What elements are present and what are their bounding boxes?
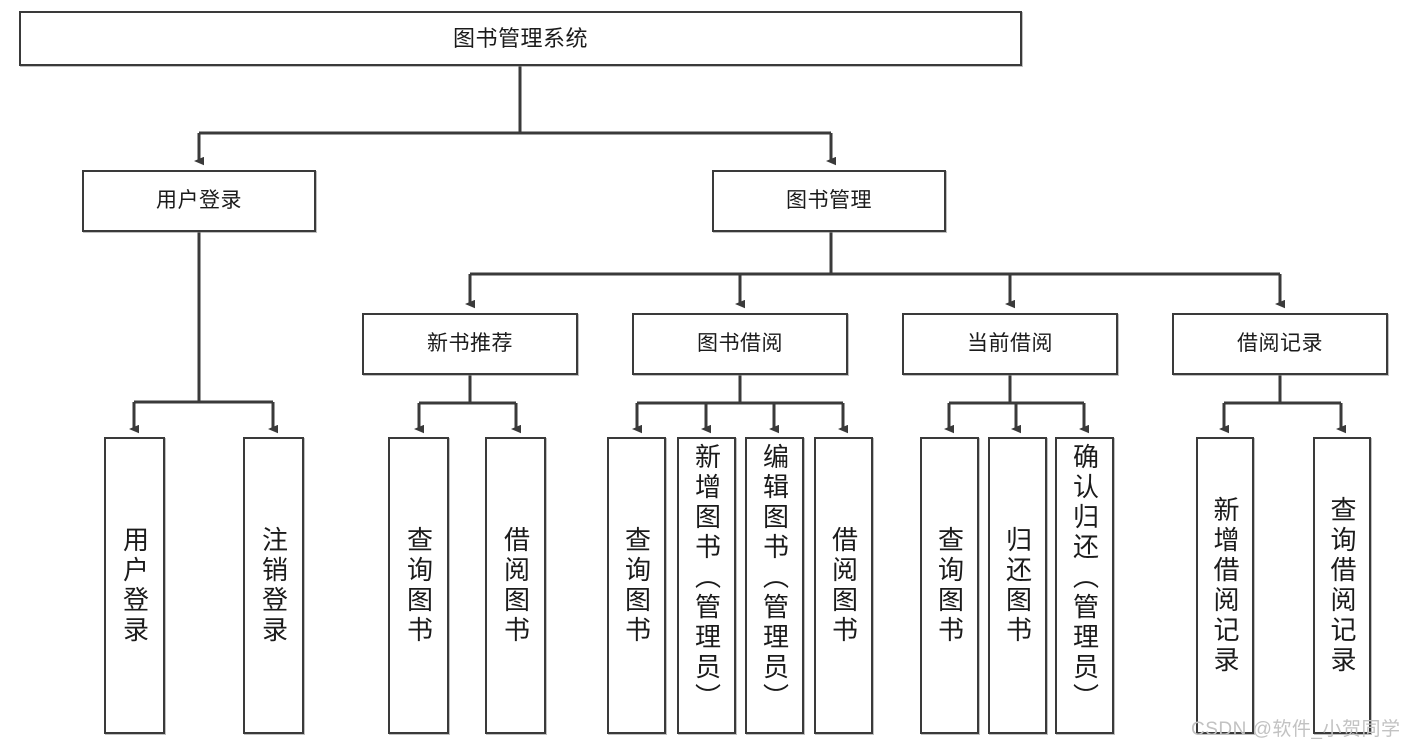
node-label: 新增图书（管理员） xyxy=(691,443,722,713)
node-label: 确认归还（管理员） xyxy=(1069,443,1100,713)
leaf-user-login-logout[interactable]: 注销登录 xyxy=(243,437,304,734)
node-label: 用户登录 xyxy=(156,188,242,212)
node-book-borrow[interactable]: 图书借阅 xyxy=(632,313,848,375)
node-label: 查询图书 xyxy=(934,525,965,646)
node-label: 注销登录 xyxy=(258,525,289,646)
node-label: 借阅记录 xyxy=(1237,331,1323,355)
node-label: 借阅图书 xyxy=(500,525,531,646)
node-label: 归还图书 xyxy=(1002,525,1033,646)
node-label: 新书推荐 xyxy=(427,331,513,355)
node-label: 新增借阅记录 xyxy=(1210,495,1240,676)
node-label: 用户登录 xyxy=(119,525,150,646)
leaf-book-borrow-add-book-admin[interactable]: 新增图书（管理员） xyxy=(677,437,736,734)
node-new-book-recommend[interactable]: 新书推荐 xyxy=(362,313,578,375)
leaf-book-borrow-edit-book-admin[interactable]: 编辑图书（管理员） xyxy=(745,437,804,734)
node-current-borrow[interactable]: 当前借阅 xyxy=(902,313,1118,375)
leaf-current-borrow-query-book[interactable]: 查询图书 xyxy=(920,437,979,734)
node-label: 查询图书 xyxy=(621,525,652,646)
leaf-borrow-record-add-record[interactable]: 新增借阅记录 xyxy=(1196,437,1254,734)
node-label: 借阅图书 xyxy=(828,525,859,646)
leaf-current-borrow-confirm-return-admin[interactable]: 确认归还（管理员） xyxy=(1055,437,1114,734)
node-label: 编辑图书（管理员） xyxy=(759,443,790,713)
leaf-new-book-borrow-book[interactable]: 借阅图书 xyxy=(485,437,546,734)
node-label: 图书管理系统 xyxy=(452,25,588,51)
leaf-book-borrow-borrow-book[interactable]: 借阅图书 xyxy=(814,437,873,734)
leaf-borrow-record-query-record[interactable]: 查询借阅记录 xyxy=(1313,437,1371,734)
node-label: 查询图书 xyxy=(403,525,434,646)
watermark-text: CSDN @软件_小贺同学 xyxy=(1191,719,1401,740)
leaf-new-book-query-book[interactable]: 查询图书 xyxy=(388,437,449,734)
node-user-login[interactable]: 用户登录 xyxy=(82,170,316,232)
node-label: 当前借阅 xyxy=(967,331,1053,355)
node-label: 图书借阅 xyxy=(697,331,783,355)
node-book-management[interactable]: 图书管理 xyxy=(712,170,946,232)
node-label: 图书管理 xyxy=(786,188,872,212)
leaf-user-login-login[interactable]: 用户登录 xyxy=(104,437,165,734)
leaf-current-borrow-return-book[interactable]: 归还图书 xyxy=(988,437,1047,734)
node-label: 查询借阅记录 xyxy=(1327,495,1357,676)
node-borrow-record[interactable]: 借阅记录 xyxy=(1172,313,1388,375)
leaf-book-borrow-query-book[interactable]: 查询图书 xyxy=(607,437,666,734)
node-root-book-management-system[interactable]: 图书管理系统 xyxy=(19,11,1022,66)
